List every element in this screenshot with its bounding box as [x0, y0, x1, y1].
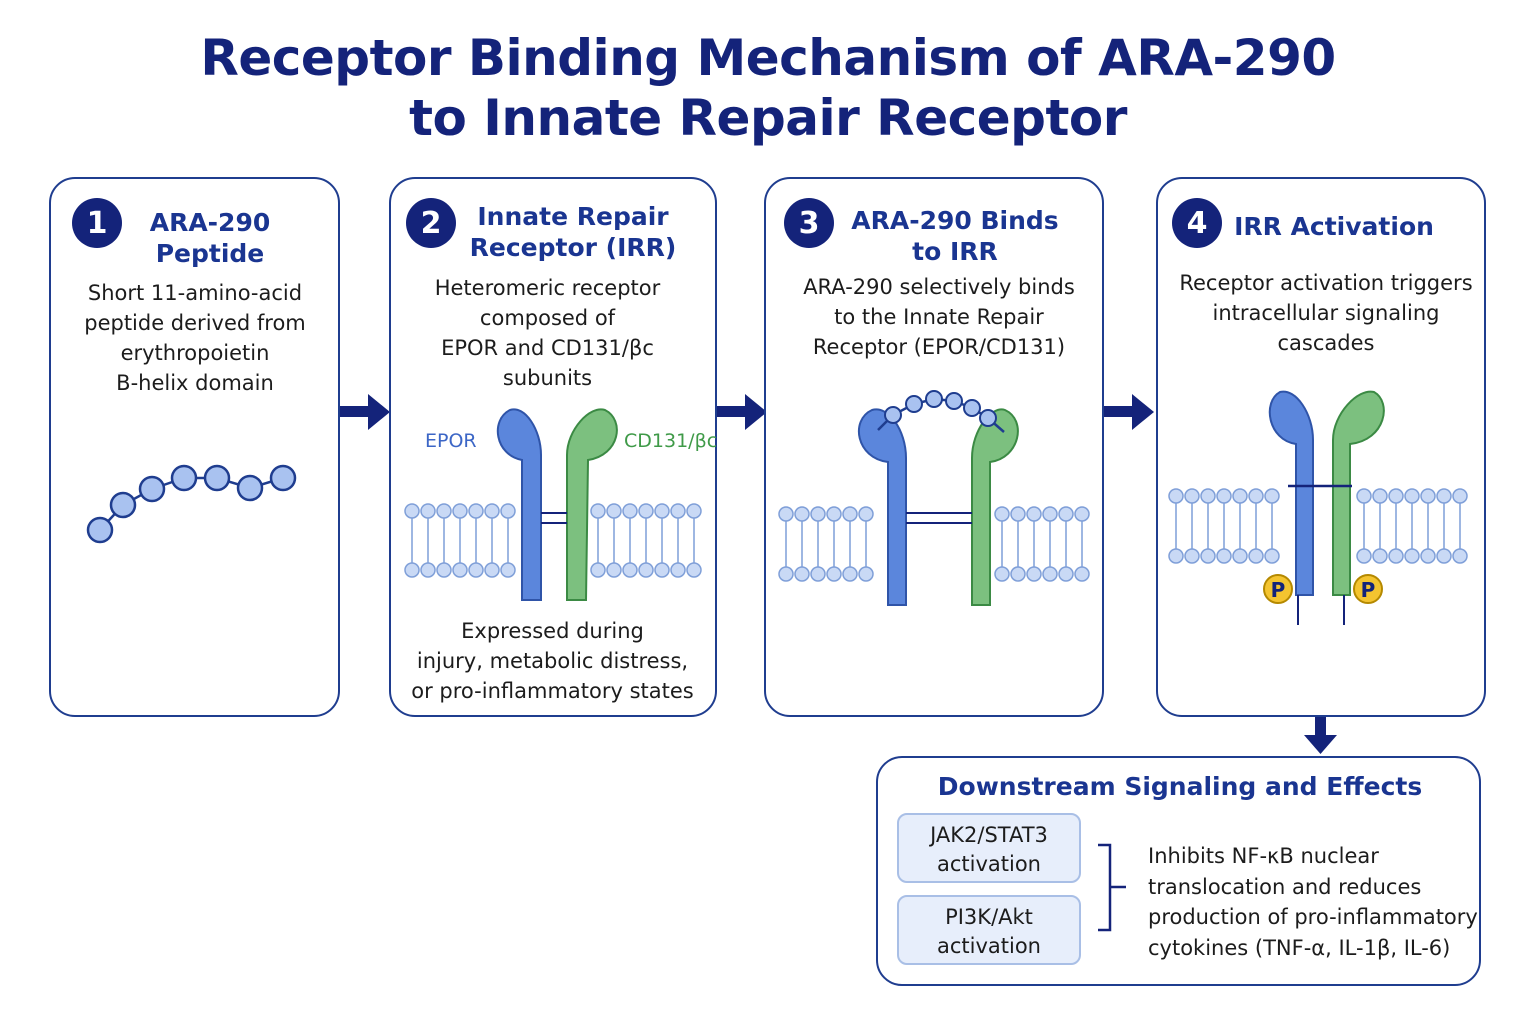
step-number-badge-3: 3 — [784, 198, 834, 248]
membrane-icon — [1168, 488, 1468, 564]
pathway-pi3k-akt: PI3K/Akt activation — [897, 895, 1081, 965]
arrow-right-icon — [340, 394, 390, 430]
step-4-title: IRR Activation — [1234, 212, 1434, 241]
step-3-title: ARA-290 Binds to IRR — [851, 206, 1059, 266]
epor-label: EPOR — [425, 430, 477, 452]
arrow-right-icon — [1104, 394, 1154, 430]
step-2-title: Innate Repair Receptor (IRR) — [469, 202, 677, 262]
step-2-description: Heteromeric receptor composed of EPOR an… — [434, 276, 661, 390]
arrow-right-icon — [717, 394, 767, 430]
membrane-icon — [404, 503, 702, 578]
downstream-effects: Inhibits NF-κB nuclear translocation and… — [1148, 844, 1478, 960]
title-line-2: to Innate Repair Receptor — [409, 89, 1127, 147]
step-1-description: Short 11-amino-acid peptide derived from… — [84, 281, 306, 395]
membrane-icon — [778, 506, 1090, 582]
phospho-label-left: P — [1271, 578, 1286, 602]
step-3-description: ARA-290 selectively binds to the Innate … — [803, 275, 1075, 359]
downstream-title: Downstream Signaling and Effects — [937, 772, 1423, 801]
step-number-badge-4: 4 — [1172, 198, 1222, 248]
step-card-2 — [389, 177, 717, 717]
pathway-jak2-stat3: JAK2/STAT3 activation — [897, 813, 1081, 883]
step-card-4 — [1156, 177, 1486, 717]
page-title: Receptor Binding Mechanism of ARA-290 to… — [0, 28, 1536, 148]
title-line-1: Receptor Binding Mechanism of ARA-290 — [200, 29, 1336, 87]
step-1-title: ARA-290 Peptide — [149, 208, 271, 268]
step-number-badge-2: 2 — [406, 198, 456, 248]
arrow-down-icon — [1304, 717, 1337, 754]
step-4-description: Receptor activation triggers intracellul… — [1179, 271, 1473, 355]
step-card-1 — [49, 177, 340, 717]
phospho-label-right: P — [1361, 578, 1376, 602]
step-2-footer: Expressed during injury, metabolic distr… — [411, 619, 694, 703]
step-number-badge-1: 1 — [72, 198, 122, 248]
step-card-3 — [764, 177, 1104, 717]
cd131-label: CD131/βc — [624, 430, 718, 452]
